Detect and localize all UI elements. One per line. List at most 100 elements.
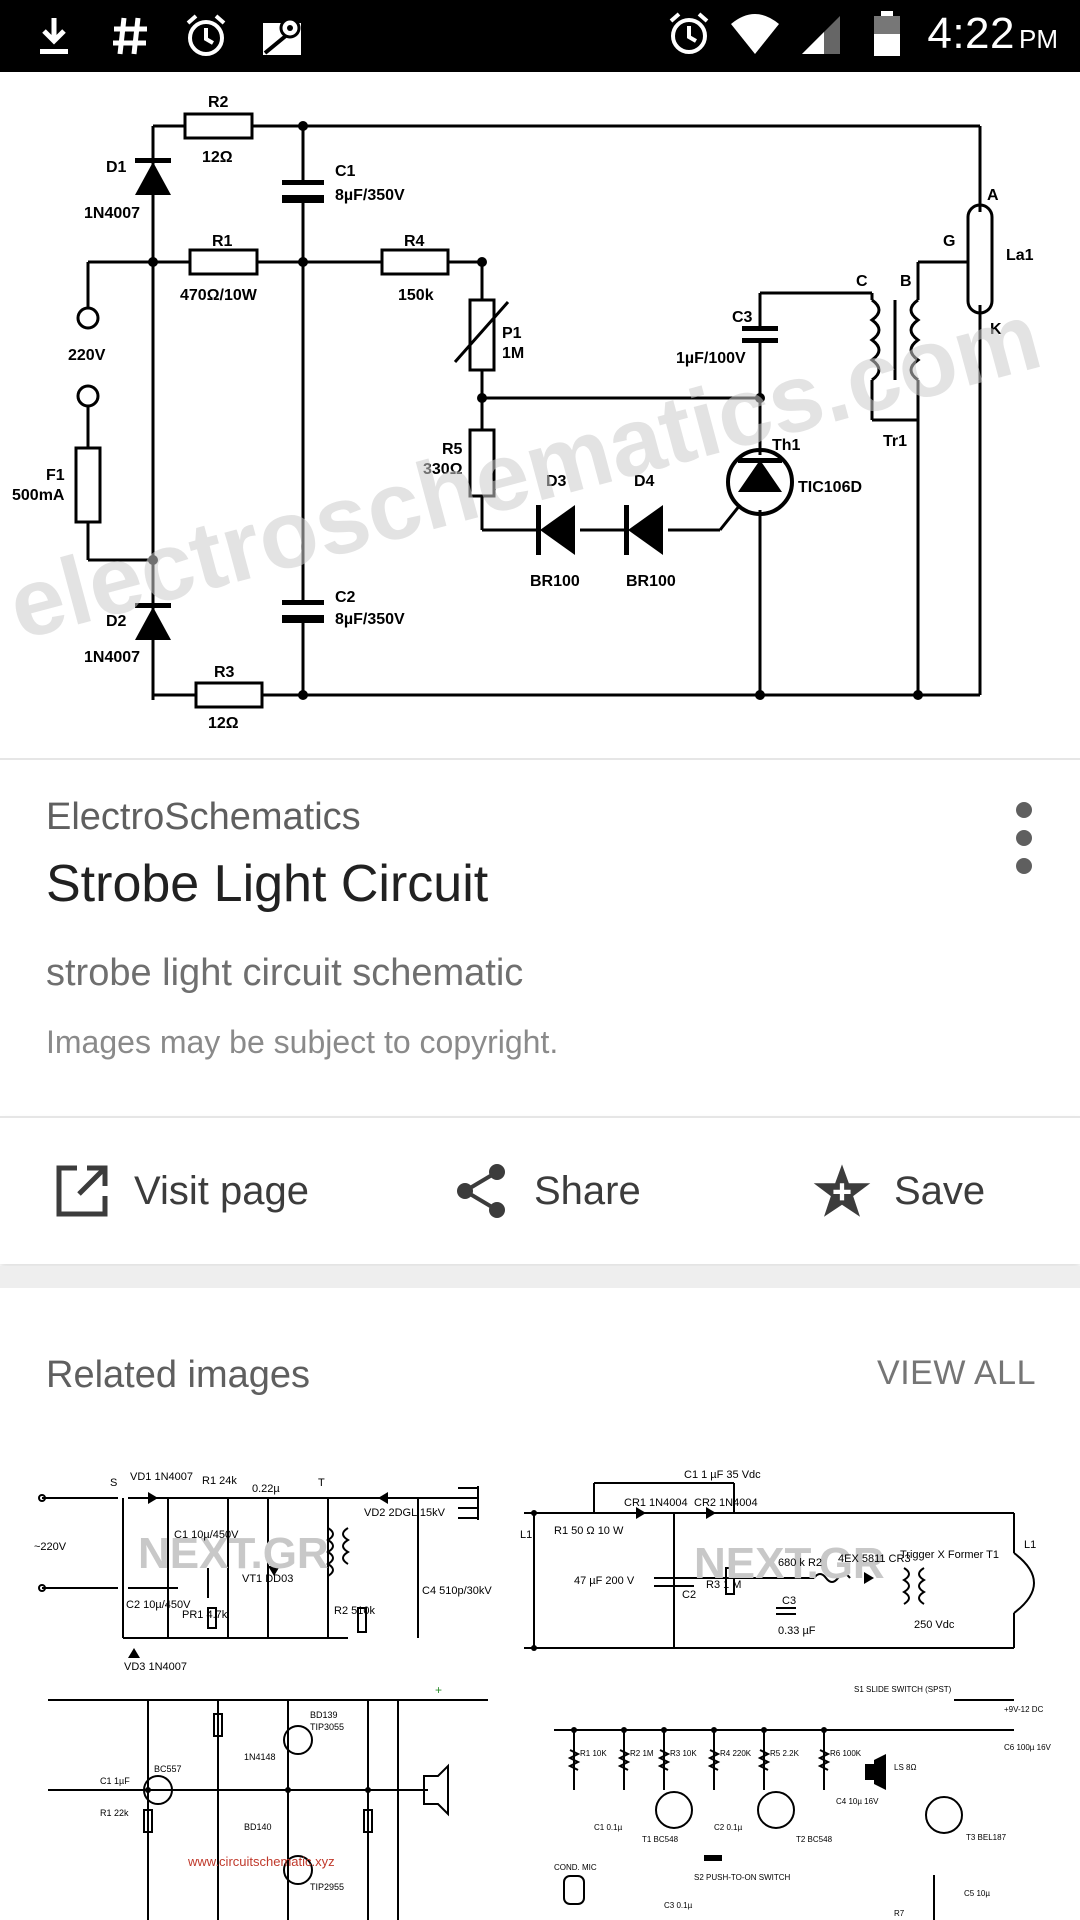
source-name[interactable]: ElectroSchematics bbox=[46, 796, 361, 838]
label-d3-value: BR100 bbox=[530, 573, 580, 590]
label-r5-value: 330Ω bbox=[423, 461, 463, 478]
related-images-heading: Related images bbox=[46, 1354, 311, 1396]
label-pin-g: G bbox=[943, 233, 955, 250]
label-d2: D2 bbox=[106, 613, 127, 630]
clock-ampm: PM bbox=[1019, 24, 1058, 54]
thumb-3-label: 1N4148 bbox=[244, 1752, 276, 1762]
download-icon bbox=[28, 10, 80, 62]
thumb-4-label: S2 PUSH-TO-ON SWITCH bbox=[694, 1873, 791, 1882]
thumb-3-label: BC557 bbox=[154, 1764, 182, 1774]
thumb-4-label: C1 0.1µ bbox=[594, 1823, 623, 1832]
thumb-1-label: VD2 2DGL 15kV bbox=[364, 1507, 446, 1519]
related-image-2[interactable]: NEXT.GR C1 1 µF 35 Vdc R1 50 Ω 10 W CR1 … bbox=[514, 1458, 1054, 1674]
label-p1-value: 1M bbox=[502, 345, 524, 362]
more-dot-icon bbox=[1016, 802, 1032, 818]
thumb-4-label: +9V-12 DC bbox=[1004, 1705, 1044, 1714]
thumb-4-label: C4 10µ 16V bbox=[836, 1797, 879, 1806]
thumb-1-label: S bbox=[110, 1477, 117, 1489]
thumb-1-label: T bbox=[318, 1477, 325, 1489]
image-info: ElectroSchematics Strobe Light Circuit s… bbox=[0, 762, 1080, 1116]
thumb-2-label: L1 bbox=[520, 1529, 532, 1541]
thumb-1-label: R2 510k bbox=[334, 1605, 375, 1617]
label-r2-value: 12Ω bbox=[202, 149, 233, 166]
visit-page-label: Visit page bbox=[134, 1168, 309, 1213]
more-dot-icon bbox=[1016, 858, 1032, 874]
copyright-notice: Images may be subject to copyright. bbox=[46, 1024, 559, 1060]
cell-signal-icon bbox=[795, 8, 847, 60]
label-r4: R4 bbox=[404, 233, 425, 250]
thumb-2-label: C3 bbox=[782, 1595, 796, 1607]
label-pin-c: C bbox=[856, 273, 868, 290]
label-d2-value: 1N4007 bbox=[84, 649, 140, 666]
schematic-watermark: electroschematics.com bbox=[0, 282, 1051, 660]
thumb-4-label: R5 2.2K bbox=[770, 1749, 800, 1758]
image-title: Strobe Light Circuit bbox=[46, 855, 489, 913]
related-image-4[interactable]: S1 SLIDE SWITCH (SPST) +9V-12 DC R1 10K … bbox=[514, 1680, 1054, 1920]
share-button[interactable]: Share bbox=[452, 1118, 641, 1264]
thumb-1-label: 0.22µ bbox=[252, 1483, 280, 1495]
thumb-2-label: Trigger X Former T1 bbox=[900, 1549, 999, 1561]
share-label: Share bbox=[534, 1168, 641, 1213]
preview-image[interactable]: R2 12Ω D1 1N4007 C1 8µF/350V R1 470Ω/10W… bbox=[0, 72, 1080, 760]
wifi-icon bbox=[729, 8, 781, 60]
thumb-1-label: ~220V bbox=[34, 1541, 67, 1553]
label-pin-a: A bbox=[987, 187, 999, 204]
thumb-4-label: S1 SLIDE SWITCH (SPST) bbox=[854, 1685, 952, 1694]
visit-page-button[interactable]: Visit page bbox=[52, 1118, 309, 1264]
alarm-icon bbox=[180, 10, 232, 62]
thumb-3-label: TIP2955 bbox=[310, 1882, 344, 1892]
thumb-1-label: C4 510p/30kV bbox=[422, 1585, 492, 1597]
thumb-4-label: C5 10µ bbox=[964, 1889, 990, 1898]
thumb-4-label: C3 0.1µ bbox=[664, 1901, 693, 1910]
related-images-section: Related images VIEW ALL bbox=[0, 1288, 1080, 1920]
clock-time: 4:22 bbox=[927, 9, 1015, 58]
thumb-1-label: R1 24k bbox=[202, 1475, 237, 1487]
image-description: strobe light circuit schematic bbox=[46, 952, 524, 994]
thumb-4-label: C2 0.1µ bbox=[714, 1823, 743, 1832]
label-th1-value: TIC106D bbox=[798, 479, 862, 496]
thumb-3-label: BD139 bbox=[310, 1710, 338, 1720]
more-options-button[interactable] bbox=[1012, 802, 1036, 874]
label-d1: D1 bbox=[106, 159, 127, 176]
thumb-4-label: LS 8Ω bbox=[894, 1763, 916, 1772]
strobe-schematic: R2 12Ω D1 1N4007 C1 8µF/350V R1 470Ω/10W… bbox=[0, 94, 1051, 732]
thumb-4-label: T1 BC548 bbox=[642, 1835, 679, 1844]
label-c2-value: 8µF/350V bbox=[335, 611, 405, 628]
alarm-icon bbox=[663, 8, 715, 60]
thumb-2-label: 47 µF 200 V bbox=[574, 1575, 635, 1587]
thumb-4-label: COND. MIC bbox=[554, 1863, 597, 1872]
thumb-4-label: R1 10K bbox=[580, 1749, 607, 1758]
label-r3: R3 bbox=[214, 664, 235, 681]
thumb-1-label: C2 10µ/450V bbox=[126, 1599, 191, 1611]
label-r4-value: 150k bbox=[398, 287, 434, 304]
save-star-icon bbox=[812, 1161, 872, 1221]
label-220v: 220V bbox=[68, 347, 106, 364]
action-bar: Visit page Share Save bbox=[0, 1116, 1080, 1264]
thumb-3-label: BD140 bbox=[244, 1822, 272, 1832]
label-p1: P1 bbox=[502, 325, 522, 342]
thumb-2-label: CR2 1N4004 bbox=[694, 1497, 758, 1509]
save-button[interactable]: Save bbox=[812, 1118, 985, 1264]
thumb-4-label: R7 bbox=[894, 1909, 905, 1918]
related-image-3[interactable]: + www.circuitschematic.xyz BC557 TIP3055… bbox=[28, 1680, 508, 1920]
label-d4: D4 bbox=[634, 473, 655, 490]
label-tr1: Tr1 bbox=[883, 433, 907, 450]
thumb-2-label: C2 bbox=[682, 1589, 696, 1601]
thumb-4-label: R4 220K bbox=[720, 1749, 752, 1758]
label-f1: F1 bbox=[46, 467, 65, 484]
thumb-2-label: C1 1 µF 35 Vdc bbox=[684, 1469, 761, 1481]
related-image-1[interactable]: NEXT.GR S VD1 1N4007 R1 24k 0.22µ T VD2 … bbox=[28, 1458, 508, 1674]
thumb-1-label: C1 10µ/450V bbox=[174, 1529, 239, 1541]
thumb-1-watermark: NEXT.GR bbox=[138, 1529, 329, 1578]
view-all-button[interactable]: VIEW ALL bbox=[877, 1354, 1036, 1392]
label-r5: R5 bbox=[442, 441, 463, 458]
more-dot-icon bbox=[1016, 830, 1032, 846]
label-pin-b: B bbox=[900, 273, 912, 290]
label-c3-value: 1µF/100V bbox=[676, 350, 746, 367]
maps-icon bbox=[256, 10, 308, 62]
thumb-2-label: 680 k R2 bbox=[778, 1557, 822, 1569]
label-la1: La1 bbox=[1006, 247, 1034, 264]
svg-text:+: + bbox=[435, 1683, 442, 1697]
